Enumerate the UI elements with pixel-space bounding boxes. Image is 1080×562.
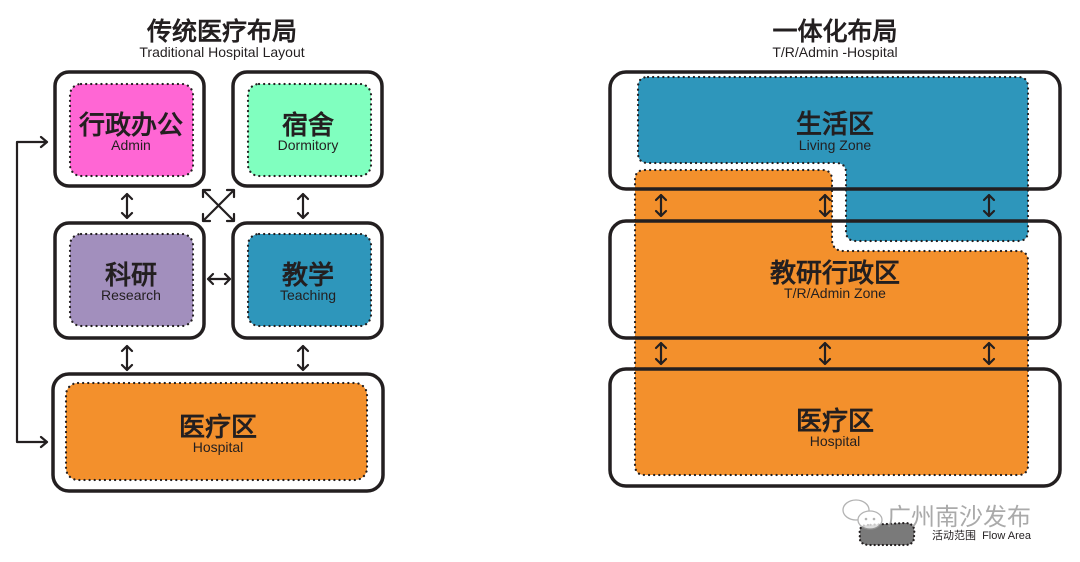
hospital-left-flow-border [64, 381, 369, 482]
admin-flow-border [68, 82, 195, 178]
teaching-fill [248, 234, 371, 326]
admin-fill [70, 84, 193, 176]
admin-label-en: Admin [111, 137, 151, 153]
arrow-vertical-icon [654, 193, 668, 218]
living-zone-fill [638, 77, 1028, 241]
teaching-flow-border [246, 232, 373, 328]
left-title-zh: 传统医疗布局 [146, 17, 297, 46]
left-arrows [15, 135, 310, 449]
left-panel: 传统医疗布局 Traditional Hospital Layout 行政办公 … [15, 17, 385, 493]
hospital-right-outer-frame [608, 367, 1062, 488]
research-fill [70, 234, 193, 326]
admin-label-zh: 行政办公 [78, 110, 183, 141]
hospital-left-label-zh: 医疗区 [179, 412, 257, 443]
wechat-icon [842, 499, 883, 530]
arrow-vertical-icon [818, 341, 832, 366]
zone-teaching: 教学 Teaching [231, 221, 384, 340]
teaching-label-zh: 教学 [282, 260, 334, 291]
living-zone-label-en: Living Zone [799, 137, 872, 153]
arrow-vertical-icon [982, 341, 996, 366]
tr-admin-zone-label-en: T/R/Admin Zone [784, 285, 886, 301]
hospital-right-label-en: Hospital [810, 433, 861, 449]
admin-outer-frame [53, 70, 206, 188]
tr-admin-zone-outer-frame [608, 219, 1062, 340]
zone-admin: 行政办公 Admin [53, 70, 206, 188]
living-zone-outer-frame [608, 70, 1062, 191]
arrow-vertical-icon [982, 193, 996, 218]
bypass-arrow-icon [15, 135, 49, 449]
zone-dormitory: 宿舍 Dormitory [231, 70, 384, 188]
dormitory-fill [248, 84, 371, 176]
arrow-vertical-icon [818, 193, 832, 218]
right-panel: 一体化布局 T/R/Admin -Hospital 生活区 Living Zon… [608, 17, 1062, 488]
svg-text:活动范围 Flow Area: 活动范围 Flow Area [932, 528, 1032, 542]
teaching-outer-frame [231, 221, 384, 340]
research-label-zh: 科研 [105, 261, 157, 291]
left-title-en: Traditional Hospital Layout [139, 44, 304, 60]
hospital-left-outer-frame [51, 372, 385, 493]
tr-admin-hospital-flow-border [633, 168, 1030, 477]
hospital-right-label-zh: 医疗区 [796, 406, 874, 437]
research-flow-border [68, 232, 195, 328]
arrow-research-teaching-icon [206, 272, 232, 286]
tr-admin-zone-label-zh: 教研行政区 [770, 258, 900, 289]
watermark: 广州南沙发布 [842, 499, 1031, 531]
teaching-label-en: Teaching [280, 287, 336, 303]
watermark-text: 广州南沙发布 [887, 503, 1031, 531]
arrow-research-hospital-icon [120, 344, 134, 372]
right-title-en: T/R/Admin -Hospital [772, 44, 897, 60]
arrow-vertical-icon [654, 341, 668, 366]
arrow-admin-research-icon [120, 192, 134, 220]
dormitory-flow-border [246, 82, 373, 178]
hospital-left-fill [66, 383, 367, 480]
arrow-teaching-hospital-icon [296, 344, 310, 372]
zone-hospital-left: 医疗区 Hospital [51, 372, 385, 493]
dormitory-outer-frame [231, 70, 384, 188]
research-label-en: Research [101, 287, 161, 303]
tr-admin-hospital-fill [635, 170, 1028, 475]
research-outer-frame [53, 221, 206, 340]
legend-label-en: Flow Area [982, 530, 1032, 542]
legend-label-zh: 活动范围 [932, 528, 976, 542]
arrow-dorm-teaching-icon [296, 192, 310, 220]
dormitory-label-en: Dormitory [278, 137, 339, 153]
living-zone-flow-border [636, 75, 1030, 243]
right-title-zh: 一体化布局 [772, 17, 897, 46]
living-zone-label-zh: 生活区 [796, 110, 874, 140]
cross-arrows-icon [201, 188, 236, 223]
hospital-left-label-en: Hospital [193, 439, 244, 455]
zone-research: 科研 Research [53, 221, 206, 340]
right-arrows [654, 193, 996, 366]
dormitory-label-zh: 宿舍 [282, 110, 334, 141]
